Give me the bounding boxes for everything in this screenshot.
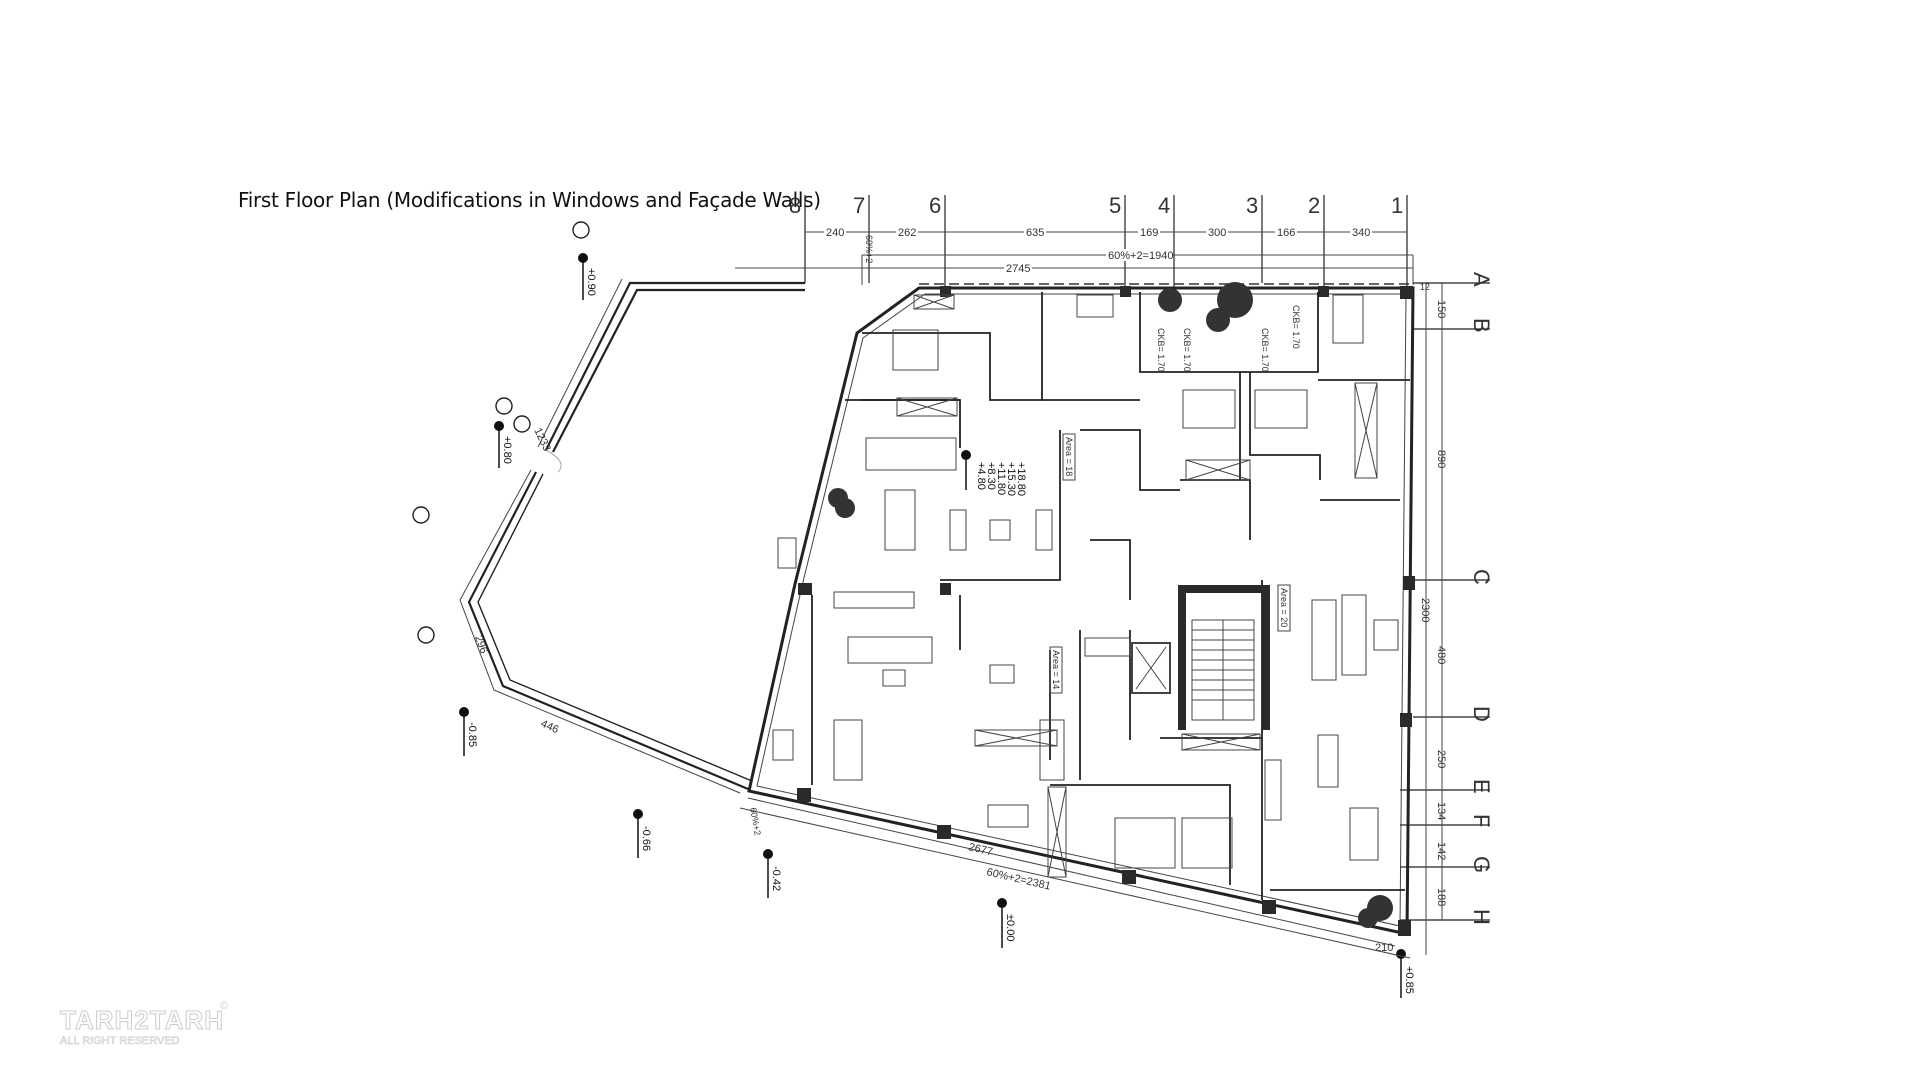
dim-446: 446 xyxy=(539,718,561,736)
dim-340: 340 xyxy=(1352,227,1370,239)
tree-icons xyxy=(828,282,1393,928)
dim-188: 188 xyxy=(1435,888,1447,906)
svg-text:Area = 14: Area = 14 xyxy=(1051,650,1061,689)
axis-label-A: A xyxy=(1469,272,1494,287)
dim-top-12: 12 xyxy=(1420,282,1430,292)
top-dimensions: 240 262 635 169 300 166 340 60%+2=1940 2… xyxy=(824,226,1430,292)
axis-label-D: D xyxy=(1469,706,1494,722)
level-marker: +0.90 xyxy=(578,253,597,300)
dim-total-2745: 2745 xyxy=(1006,263,1030,275)
dim-2300: 2300 xyxy=(1419,598,1431,622)
dim-2677: 2677 xyxy=(967,841,994,858)
svg-text:-0.85: -0.85 xyxy=(466,722,478,747)
grid-columns xyxy=(804,195,1408,288)
axis-label-B: B xyxy=(1469,318,1494,333)
level-marker: ±0.00 xyxy=(997,898,1016,948)
dim-166: 166 xyxy=(1277,227,1295,239)
svg-text:CKB= 1.70: CKB= 1.70 xyxy=(1291,305,1301,349)
axis-label-7: 7 xyxy=(853,193,865,218)
area-labels: Area = 18 Area = 20 Area = 14 xyxy=(1049,433,1291,694)
axis-label-3: 3 xyxy=(1246,193,1258,218)
logo-copyright: © xyxy=(220,1000,229,1012)
reference-circles xyxy=(412,221,590,644)
dim-210: 210 xyxy=(1375,942,1393,954)
axis-label-4: 4 xyxy=(1158,193,1170,218)
svg-text:CKB= 1.70: CKB= 1.70 xyxy=(1260,328,1270,372)
furniture xyxy=(772,294,1399,869)
svg-text:+8.30: +8.30 xyxy=(985,462,997,490)
dim-262: 262 xyxy=(898,227,916,239)
svg-text:CKB= 1.70: CKB= 1.70 xyxy=(1156,328,1166,372)
dim-480: 480 xyxy=(1435,646,1447,664)
svg-text:Area = 20: Area = 20 xyxy=(1279,588,1289,627)
axis-label-1: 1 xyxy=(1391,193,1403,218)
stair-core xyxy=(1131,585,1270,730)
axis-label-6: 6 xyxy=(929,193,941,218)
ckb-labels: CKB= 1.70 CKB= 1.70 CKB= 1.70 CKB= 1.70 xyxy=(1156,305,1301,372)
dim-142: 142 xyxy=(1435,842,1447,860)
stack-level-marker: +18.80 +15.30 +11.80 +8.30 +4.80 xyxy=(961,450,1027,496)
bottom-dimensions: 2677 60%+2=2381 210 60%+2 xyxy=(748,807,1393,954)
interior-walls xyxy=(811,292,1410,900)
axis-label-8: 8 xyxy=(789,193,801,218)
dim-1233: 1233 xyxy=(531,426,553,453)
axis-label-G: G xyxy=(1469,856,1494,873)
svg-text:+4.80: +4.80 xyxy=(975,462,987,490)
svg-text:+18.80: +18.80 xyxy=(1015,462,1027,496)
dim-169: 169 xyxy=(1140,227,1158,239)
svg-text:+0.90: +0.90 xyxy=(585,268,597,296)
terrace-wall xyxy=(459,278,805,794)
plan-title: First Floor Plan (Modifications in Windo… xyxy=(238,188,821,212)
elevator xyxy=(1131,642,1171,694)
axis-label-C: C xyxy=(1469,569,1494,585)
axis-label-F: F xyxy=(1469,814,1494,827)
dim-250: 250 xyxy=(1435,750,1447,768)
dim-635: 635 xyxy=(1026,227,1044,239)
axis-label-2: 2 xyxy=(1308,193,1320,218)
left-dimensions: 1233 296 446 xyxy=(472,426,560,736)
grid-column-labels: 8 7 6 5 4 3 2 1 xyxy=(789,193,1403,218)
svg-text:+0.80: +0.80 xyxy=(501,436,513,464)
dim-240: 240 xyxy=(826,227,844,239)
dim-300: 300 xyxy=(1208,227,1226,239)
axis-label-H: H xyxy=(1469,909,1494,925)
level-marker: -0.66 xyxy=(633,809,652,858)
dim-134: 134 xyxy=(1435,802,1447,820)
logo-tagline: ALL RIGHT RESERVED xyxy=(60,1035,180,1048)
structural-columns xyxy=(797,286,1415,936)
dim-150: 150 xyxy=(1435,300,1447,318)
level-marker: -0.42 xyxy=(763,849,782,898)
level-marker: +0.80 xyxy=(494,421,513,468)
watermark-logo: TARH2TARH ALL RIGHT RESERVED © xyxy=(30,995,230,1065)
building-outline xyxy=(747,283,1415,936)
level-markers: +0.90 +0.80 -0.85 -0.66 -0.42 ±0.00 +0.8… xyxy=(459,253,1415,998)
axis-label-E: E xyxy=(1469,779,1494,794)
svg-text:-0.66: -0.66 xyxy=(640,826,652,851)
svg-text:+0.85: +0.85 xyxy=(1403,966,1415,994)
grid-row-labels: A B C D E F G H xyxy=(1469,272,1494,925)
dim-890: 890 xyxy=(1435,450,1447,468)
logo-brand: TARH2TARH xyxy=(59,1005,225,1036)
svg-text:+15.30: +15.30 xyxy=(1005,462,1017,496)
level-marker: +0.85 xyxy=(1396,949,1415,998)
level-marker: -0.85 xyxy=(459,707,478,756)
axis-label-5: 5 xyxy=(1109,193,1121,218)
dim-top-small: 60%+2 xyxy=(864,235,874,263)
dim-total-1940: 60%+2=1940 xyxy=(1108,250,1173,262)
svg-text:-0.42: -0.42 xyxy=(770,866,782,891)
svg-text:+11.80: +11.80 xyxy=(995,462,1007,495)
dim-296: 296 xyxy=(472,634,490,655)
svg-text:Area = 18: Area = 18 xyxy=(1064,437,1074,476)
svg-text:±0.00: ±0.00 xyxy=(1004,914,1016,941)
dim-bottom-small: 60%+2 xyxy=(748,807,763,837)
svg-text:CKB= 1.70: CKB= 1.70 xyxy=(1182,328,1192,372)
wardrobes xyxy=(833,294,1378,878)
right-dimensions: 150 890 480 250 134 142 188 2300 xyxy=(1419,300,1447,906)
